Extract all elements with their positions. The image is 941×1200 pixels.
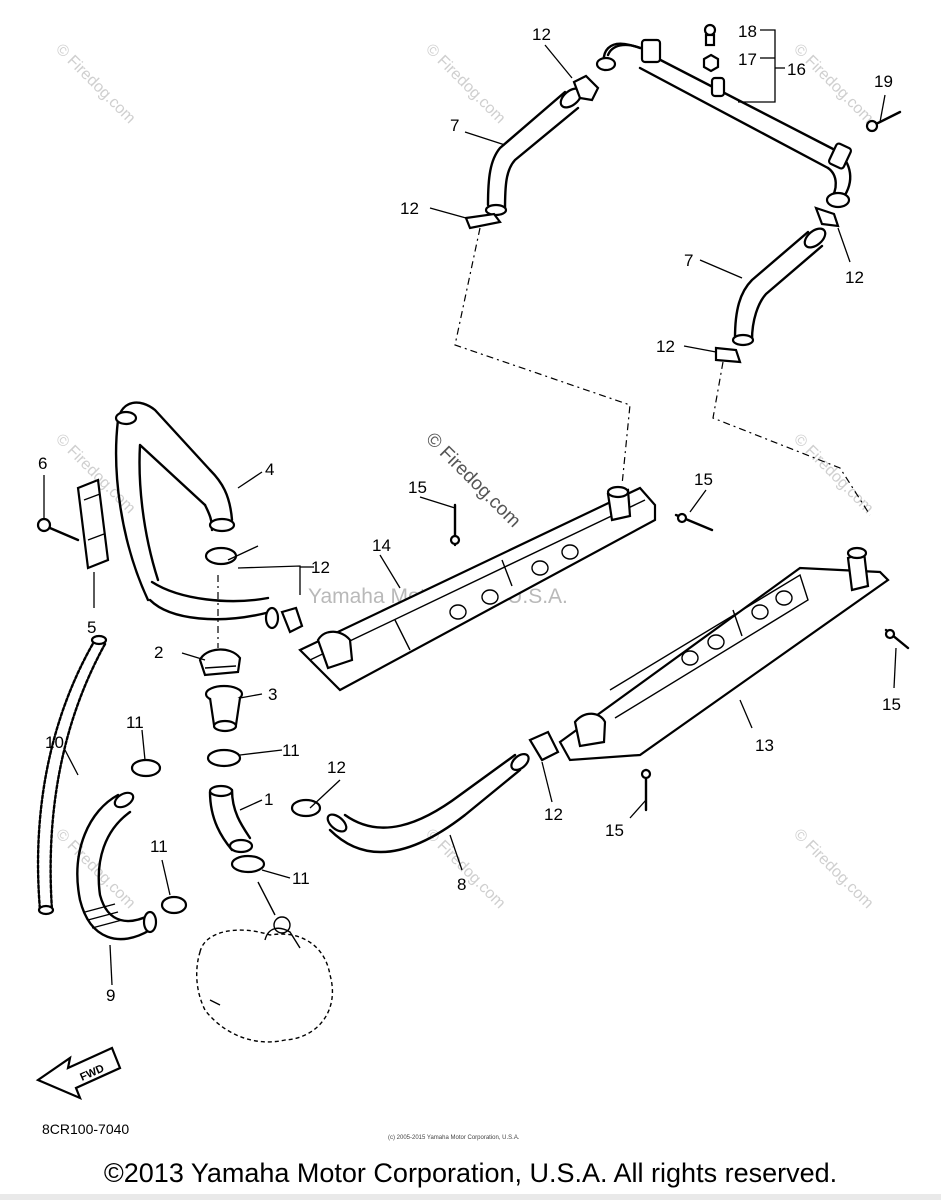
callout-13: 13: [755, 736, 774, 755]
callout-10: 10: [45, 733, 64, 752]
firedog-watermark: © Firedog.com: [422, 826, 508, 912]
part-5-bracket: [76, 478, 110, 570]
callout-5: 5: [87, 618, 96, 637]
part-11-clamps: [130, 748, 266, 915]
callout-1: 1: [264, 790, 273, 809]
leader-lines: [43, 29, 897, 986]
callout-12: 12: [532, 25, 551, 44]
callout-17: 17: [738, 50, 757, 69]
part-7-hose-right: [731, 227, 827, 347]
part-13-heat-exchanger: [558, 546, 890, 762]
diagram-code: 8CR100-7040: [42, 1121, 129, 1137]
firedog-watermark: © Firedog.com: [790, 431, 876, 517]
part-9-hose: [76, 791, 158, 941]
callout-15: 15: [882, 695, 901, 714]
firedog-watermark: © Firedog.com: [52, 826, 138, 912]
callout-8: 8: [457, 875, 466, 894]
part-6-bolt: [36, 517, 80, 542]
callout-19: 19: [874, 72, 893, 91]
callout-6: 6: [38, 454, 47, 473]
callout-12: 12: [845, 268, 864, 287]
callout-12: 12: [544, 805, 563, 824]
callout-11: 11: [150, 837, 168, 856]
footer-strip: [0, 1194, 941, 1200]
callout-18: 18: [738, 22, 757, 41]
part-2-cap: [198, 648, 242, 677]
part-7-hose-left: [484, 87, 583, 217]
callout-4: 4: [265, 460, 274, 479]
callout-7: 7: [684, 251, 693, 270]
callout-2: 2: [154, 643, 163, 662]
callout-3: 3: [268, 685, 277, 704]
firedog-watermark: © Firedog.com: [790, 826, 876, 912]
part-4-large-hose: [114, 401, 280, 630]
part-8-hose: [326, 752, 530, 854]
callout-12: 12: [327, 758, 346, 777]
callout-12: 12: [400, 199, 419, 218]
part-14-heat-exchanger: [298, 485, 657, 692]
callout-11: 11: [126, 713, 144, 732]
part-3-fitting: [204, 684, 244, 733]
callout-12: 12: [656, 337, 675, 356]
part-1-hose: [208, 784, 254, 854]
callout-11: 11: [282, 741, 300, 760]
firedog-watermark-center: © Firedog.com: [421, 429, 524, 532]
callout-11: 11: [292, 869, 310, 888]
callout-15: 15: [605, 821, 624, 840]
pump-housing: [196, 881, 334, 1043]
fwd-arrow: FWD: [35, 1046, 122, 1101]
callout-15: 15: [408, 478, 427, 497]
callout-15: 15: [694, 470, 713, 489]
callout-numbers: 18 17 16 19 12 7 12 7 12 12 6 4 15 15 14…: [38, 22, 901, 1005]
firedog-watermark: © Firedog.com: [790, 41, 876, 127]
part-12-clamps: [204, 74, 840, 818]
part-16-tube-assembly: [595, 23, 853, 209]
callout-12: 12: [311, 558, 330, 577]
part-19-screw: [865, 110, 902, 133]
part-10-corrugated-hose: [36, 634, 108, 916]
callout-9: 9: [106, 986, 115, 1005]
firedog-watermark: © Firedog.com: [422, 41, 508, 127]
copyright-footer: ©2013 Yamaha Motor Corporation, U.S.A. A…: [103, 1158, 838, 1188]
firedog-watermark: © Firedog.com: [52, 41, 138, 127]
callout-14: 14: [372, 536, 391, 555]
tiny-copyright: (c) 2005-2015 Yamaha Motor Corporation, …: [388, 1135, 520, 1141]
callout-7: 7: [450, 116, 459, 135]
connection-lines: [217, 227, 871, 648]
part-15-bolts: [449, 503, 910, 812]
callout-16: 16: [787, 60, 806, 79]
